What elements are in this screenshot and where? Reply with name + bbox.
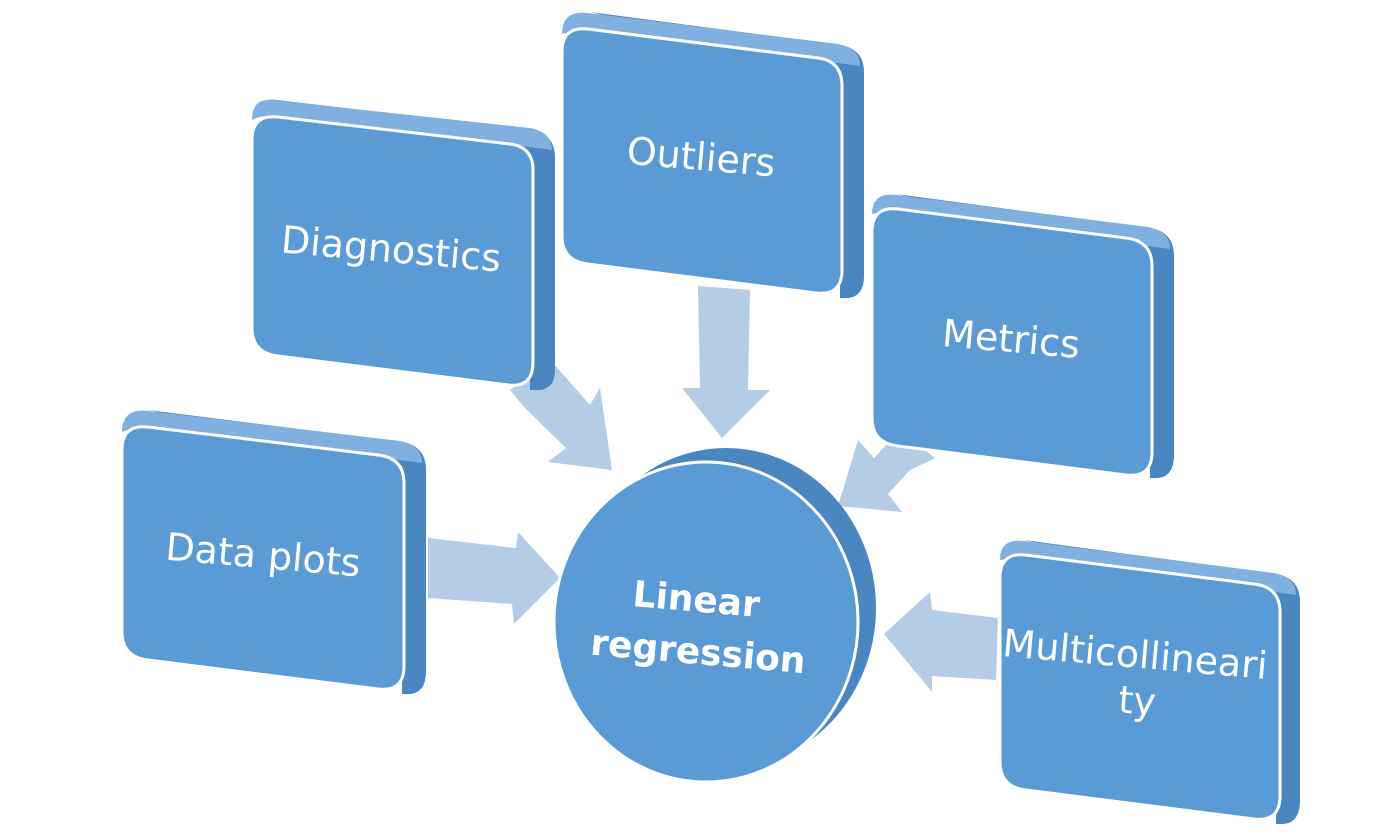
data-plots-box: Data plots — [120, 410, 426, 695]
outliers-box-face — [560, 27, 844, 295]
arrow-multicollinearity-to-center — [884, 592, 998, 692]
multicollinearity-label-line-2: ty — [1117, 677, 1158, 724]
arrow-metrics-to-center — [838, 430, 935, 512]
metrics-box-face — [870, 207, 1154, 477]
diagnostics-box: Diagnostics — [250, 99, 555, 391]
diagnostics-box-face — [250, 115, 535, 387]
multicollinearity-box-face — [998, 553, 1282, 821]
center-node: Linear regression — [552, 448, 876, 784]
arrow-outliers-to-center — [682, 286, 770, 438]
diagnostics-box-top — [252, 99, 552, 150]
outliers-box: Outliers — [560, 12, 864, 299]
metrics-box: Metrics — [870, 194, 1174, 479]
data-plots-box-face — [120, 425, 406, 691]
arrows — [428, 286, 998, 692]
multicollinearity-box: Multicollineari ty — [998, 540, 1300, 825]
center-node-face — [552, 460, 860, 784]
arrow-dataplots-to-center — [428, 532, 560, 624]
